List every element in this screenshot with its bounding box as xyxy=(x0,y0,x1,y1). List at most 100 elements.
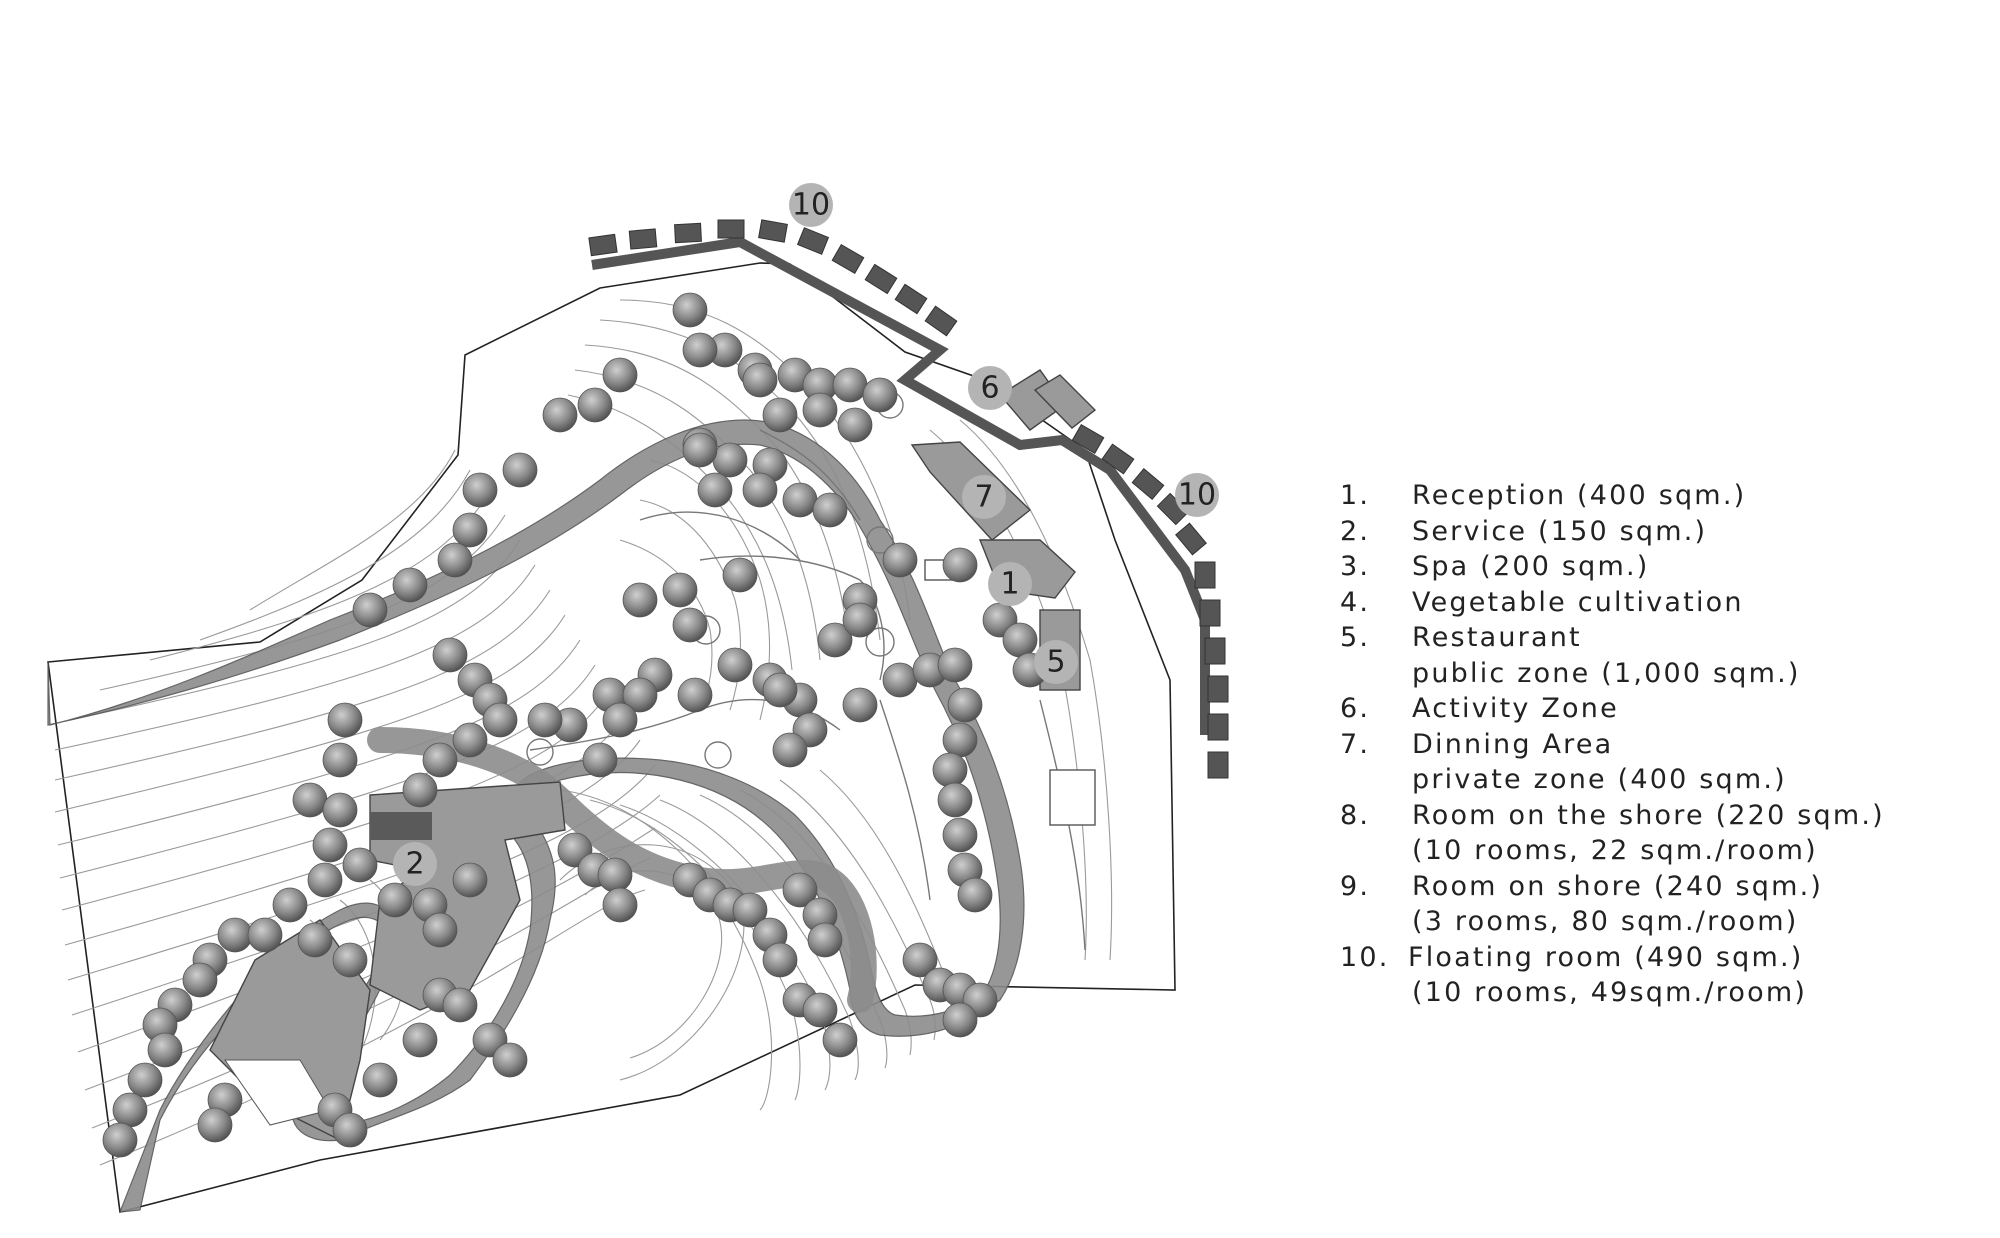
legend-number: 1. xyxy=(1340,480,1371,511)
tree-canopy xyxy=(942,722,978,758)
tree-canopy xyxy=(862,377,898,413)
legend-text: Room on the shore (220 sqm.) xyxy=(1412,799,1885,831)
floating-rooms xyxy=(588,219,1229,779)
tree-canopy xyxy=(452,512,488,548)
tree-canopy xyxy=(182,962,218,998)
legend-row: public zone (1,000 sqm.) xyxy=(1340,656,1980,692)
tree-canopy xyxy=(582,742,618,778)
tree-canopy xyxy=(842,687,878,723)
tree-canopy xyxy=(672,292,708,328)
marker-1-label: 1 xyxy=(1000,567,1019,602)
tree-canopy xyxy=(127,1062,163,1098)
marker-2-label: 2 xyxy=(405,847,424,882)
tree-canopy xyxy=(402,1022,438,1058)
tree-canopy xyxy=(677,677,713,713)
marker-7-label: 7 xyxy=(974,480,993,515)
tree-canopy xyxy=(942,547,978,583)
legend-text: Floating room (490 sqm.) xyxy=(1408,941,1804,973)
legend-row: (3 rooms, 80 sqm./room) xyxy=(1340,904,1980,940)
legend-text: Service (150 sqm.) xyxy=(1412,515,1708,547)
tree-canopy xyxy=(352,592,388,628)
tree-canopy xyxy=(882,542,918,578)
legend-row: private zone (400 sqm.) xyxy=(1340,762,1980,798)
legend-text: private zone (400 sqm.) xyxy=(1412,764,1787,795)
tree-canopy xyxy=(942,817,978,853)
tree-canopy xyxy=(772,732,808,768)
tree-canopy xyxy=(937,647,973,683)
tree-canopy xyxy=(527,702,563,738)
legend-text: public zone (1,000 sqm.) xyxy=(1412,657,1801,689)
tree-canopy xyxy=(802,392,838,428)
tree-canopy xyxy=(197,1107,233,1143)
tree-canopy xyxy=(947,687,983,723)
tree-canopy xyxy=(322,792,358,828)
legend-number: 9. xyxy=(1340,870,1371,902)
tree-canopy xyxy=(682,332,718,368)
tree-canopy xyxy=(622,582,658,618)
tree-canopy xyxy=(597,857,633,893)
tree-canopy xyxy=(247,917,283,953)
tree-canopy xyxy=(742,472,778,508)
tree-canopy xyxy=(272,887,308,923)
tree-canopy xyxy=(217,917,253,953)
spa-building xyxy=(209,919,371,1142)
tree-canopy xyxy=(502,452,538,488)
tree-canopy xyxy=(942,1002,978,1038)
legend-number: 6. xyxy=(1340,693,1371,724)
tree-canopy xyxy=(697,472,733,508)
legend-row: (10 rooms, 49sqm./room) xyxy=(1340,975,1980,1011)
legend-row: 6. Activity Zone xyxy=(1340,691,1980,727)
legend-number: 8. xyxy=(1340,799,1371,831)
tree-canopy xyxy=(377,882,413,918)
tree-canopy xyxy=(782,872,818,908)
tree-canopy xyxy=(682,432,718,468)
tree-canopy xyxy=(342,847,378,883)
activity-pavilion xyxy=(1033,374,1097,429)
tree-canopy xyxy=(307,862,343,898)
legend-row: 8. Room on the shore (220 sqm.) xyxy=(1340,798,1980,834)
tree-canopy xyxy=(437,542,473,578)
tree-canopy xyxy=(332,942,368,978)
legend-text: Reception (400 sqm.) xyxy=(1412,480,1747,511)
legend-text: Restaurant xyxy=(1412,622,1582,653)
legend-number: 4. xyxy=(1340,586,1371,618)
marker-6-label: 6 xyxy=(980,371,999,406)
tree-canopy xyxy=(602,357,638,393)
tree-canopy xyxy=(782,482,818,518)
tree-canopy xyxy=(802,992,838,1028)
marker-5-label: 5 xyxy=(1046,645,1065,680)
tree-canopy xyxy=(492,1042,528,1078)
legend-number: 2. xyxy=(1340,515,1371,547)
marker-5: 5 xyxy=(1034,640,1078,684)
tree-canopy xyxy=(957,877,993,913)
legend-text: Activity Zone xyxy=(1412,693,1619,724)
tree-canopy xyxy=(332,1112,368,1148)
tree-canopy xyxy=(822,1022,858,1058)
tree-canopy xyxy=(732,892,768,928)
legend-row: (10 rooms, 22 sqm./room) xyxy=(1340,833,1980,869)
marker-7: 7 xyxy=(962,475,1006,519)
legend-text: Dinning Area xyxy=(1412,728,1614,760)
tree-canopy xyxy=(312,827,348,863)
tree-canopy xyxy=(937,782,973,818)
tree-canopy xyxy=(882,662,918,698)
tree-canopy xyxy=(837,407,873,443)
marker-10-top-label: 10 xyxy=(792,188,830,223)
tree-canopy xyxy=(722,557,758,593)
legend-row: 5.Restaurant xyxy=(1340,620,1980,656)
legend-row: 10.Floating room (490 sqm.) xyxy=(1340,940,1980,976)
legend-text: Room on shore (240 sqm.) xyxy=(1412,870,1824,902)
marker-10-right: 10 xyxy=(1175,473,1219,517)
tree-canopy xyxy=(462,472,498,508)
tree-canopy xyxy=(112,1092,148,1128)
legend-row: 3.Spa (200 sqm.) xyxy=(1340,549,1980,585)
tree-canopy xyxy=(842,602,878,638)
marker-2: 2 xyxy=(393,842,437,886)
tree-canopy xyxy=(902,942,938,978)
tree-canopy xyxy=(452,722,488,758)
tree-canopy xyxy=(602,887,638,923)
tree-canopy xyxy=(292,782,328,818)
tree-canopy xyxy=(717,647,753,683)
legend-row: 9. Room on shore (240 sqm.) xyxy=(1340,869,1980,905)
shore-boardwalk xyxy=(591,236,1210,735)
